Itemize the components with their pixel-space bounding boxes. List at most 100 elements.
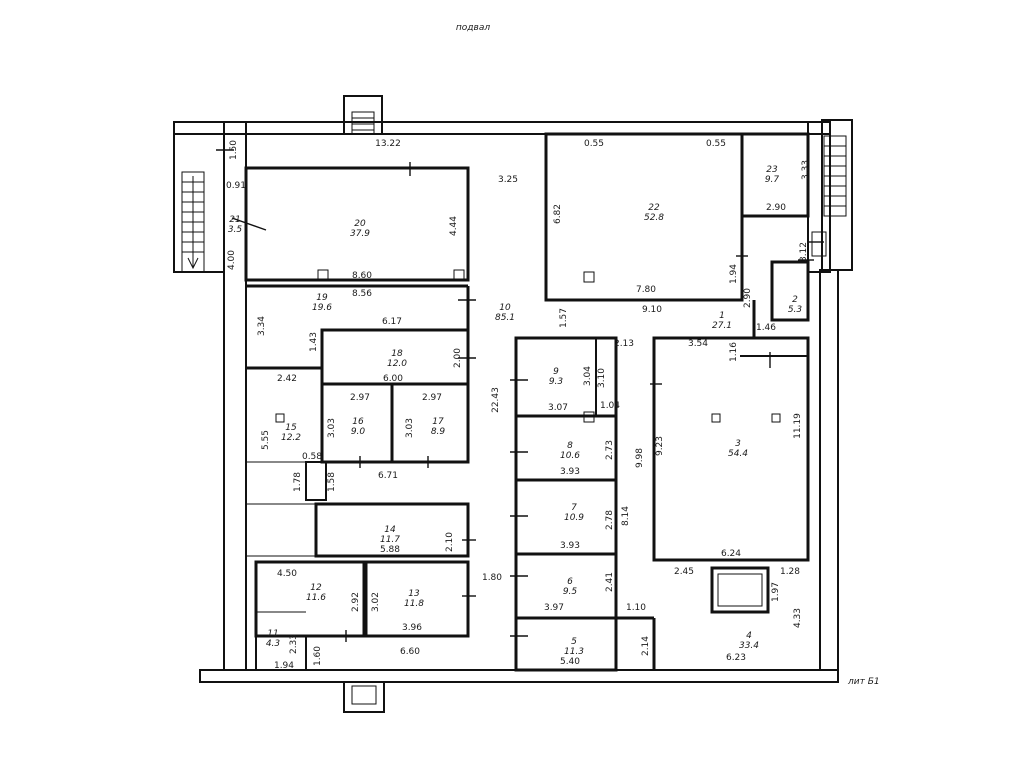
- dim-2-97-a: 2.97: [350, 393, 370, 403]
- dim-1-97: 1.97: [771, 582, 781, 602]
- room-3-label: 3 54.4: [728, 439, 748, 459]
- bottom-wall: [199, 669, 839, 683]
- room-13-label: 13 11.8: [404, 589, 424, 609]
- dim-3-02: 3.02: [371, 592, 381, 612]
- svg-text:12: 12: [310, 583, 322, 593]
- dim-7-80: 7.80: [636, 285, 656, 295]
- dimension-labels: 13.22 1.50 0.91 4.00 3.25 0.55 0.55 3.33…: [226, 139, 811, 671]
- dim-3-04: 3.04: [583, 366, 593, 386]
- dim-1-78: 1.78: [293, 472, 303, 492]
- dim-0-91: 0.91: [226, 181, 246, 191]
- room-9-label: 9 9.3: [549, 367, 564, 387]
- svg-text:11: 11: [267, 629, 278, 639]
- building-label: лит Б1: [847, 677, 880, 687]
- svg-text:16: 16: [352, 417, 364, 427]
- room-19-label: 19 19.6: [312, 293, 332, 313]
- dim-3-96: 3.96: [402, 623, 422, 633]
- svg-text:20: 20: [354, 219, 366, 229]
- rooms-5-9-block: [514, 336, 618, 672]
- dim-4-50: 4.50: [277, 569, 297, 579]
- svg-text:9.5: 9.5: [563, 587, 578, 597]
- svg-text:10.6: 10.6: [560, 451, 580, 461]
- svg-text:11.3: 11.3: [564, 647, 584, 657]
- dim-3-97: 3.97: [544, 603, 564, 613]
- dim-1-57: 1.57: [559, 308, 569, 328]
- dim-8-56: 8.56: [352, 289, 372, 299]
- svg-text:18: 18: [391, 349, 403, 359]
- svg-text:27.1: 27.1: [712, 321, 732, 331]
- svg-text:54.4: 54.4: [728, 449, 748, 459]
- svg-text:1: 1: [719, 311, 725, 321]
- room-17-label: 17 8.9: [431, 417, 446, 437]
- svg-text:21: 21: [229, 215, 240, 225]
- svg-text:33.4: 33.4: [739, 641, 759, 651]
- room-2-walls: [770, 260, 810, 322]
- svg-text:4: 4: [746, 631, 752, 641]
- room-4-shaft: [710, 566, 770, 614]
- dim-3-12: 3.12: [799, 242, 809, 262]
- entrance-bottom: [343, 681, 385, 713]
- room-13-walls: [364, 560, 470, 638]
- dim-2-45: 2.45: [674, 567, 694, 577]
- dim-4-33: 4.33: [793, 608, 803, 628]
- dim-2-90-b: 2.90: [743, 288, 753, 308]
- svg-text:52.8: 52.8: [644, 213, 664, 223]
- dim-3-03-b: 3.03: [405, 418, 415, 438]
- dim-3-34: 3.34: [257, 316, 267, 336]
- svg-text:12.0: 12.0: [387, 359, 407, 369]
- room-23-walls: [740, 132, 810, 218]
- room-16-label: 16 9.0: [351, 417, 366, 437]
- dim-2-97-b: 2.97: [422, 393, 442, 403]
- dim-6-00: 6.00: [383, 374, 403, 384]
- room-12-label: 12 11.6: [306, 583, 326, 603]
- dim-3-93-b: 3.93: [560, 541, 580, 551]
- dim-1-10: 1.10: [626, 603, 646, 613]
- svg-text:12.2: 12.2: [281, 433, 301, 443]
- dim-1-50: 1.50: [229, 140, 239, 160]
- dim-2-13: 2.13: [614, 339, 634, 349]
- room-22-label: 22 52.8: [644, 203, 664, 223]
- room-20-walls: [244, 166, 470, 282]
- svg-text:9.3: 9.3: [549, 377, 564, 387]
- room-20-label: 20 37.9: [350, 219, 370, 239]
- svg-text:85.1: 85.1: [495, 313, 515, 323]
- dim-0-58: 0.58: [302, 452, 322, 462]
- dim-1-94-a: 1.94: [729, 264, 739, 284]
- dim-1-58: 1.58: [327, 472, 337, 492]
- dim-11-19: 11.19: [793, 413, 803, 439]
- dim-2-73: 2.73: [605, 440, 615, 460]
- dim-2-14: 2.14: [641, 636, 651, 656]
- dim-2-33: 2.33: [289, 634, 299, 654]
- dim-0-55-b: 0.55: [706, 139, 726, 149]
- room-2-label: 2 5.3: [788, 295, 803, 315]
- right-wall: [819, 269, 839, 671]
- dim-1-46: 1.46: [756, 323, 776, 333]
- room-23-label: 23 9.7: [765, 165, 780, 185]
- dim-1-16: 1.16: [729, 342, 739, 362]
- dim-2-42: 2.42: [277, 374, 297, 384]
- dim-5-88: 5.88: [380, 545, 400, 555]
- dim-0-55-a: 0.55: [584, 139, 604, 149]
- dim-6-71: 6.71: [378, 471, 398, 481]
- svg-text:14: 14: [384, 525, 396, 535]
- svg-text:9: 9: [553, 367, 559, 377]
- dim-6-24: 6.24: [721, 549, 741, 559]
- svg-text:15: 15: [285, 423, 297, 433]
- dim-1-28: 1.28: [780, 567, 800, 577]
- svg-text:5: 5: [571, 637, 577, 647]
- svg-text:11.7: 11.7: [380, 535, 400, 545]
- dim-2-10: 2.10: [445, 532, 455, 552]
- dim-1-60: 1.60: [313, 646, 323, 666]
- room-5-label: 5 11.3: [564, 637, 584, 657]
- svg-text:7: 7: [571, 503, 577, 513]
- room-1-label: 1 27.1: [712, 311, 732, 331]
- dim-6-17: 6.17: [382, 317, 402, 327]
- dim-9-98: 9.98: [635, 448, 645, 468]
- svg-text:9.0: 9.0: [351, 427, 366, 437]
- dim-2-41: 2.41: [605, 572, 615, 592]
- room-labels: 1 27.1 2 5.3 3 54.4 4 33.4 5 11.3 6 9.5 …: [228, 165, 803, 657]
- stairs-left: [181, 171, 205, 273]
- room-12-walls: [254, 560, 366, 638]
- outer-walls: [173, 119, 853, 683]
- dim-1-80: 1.80: [482, 573, 502, 583]
